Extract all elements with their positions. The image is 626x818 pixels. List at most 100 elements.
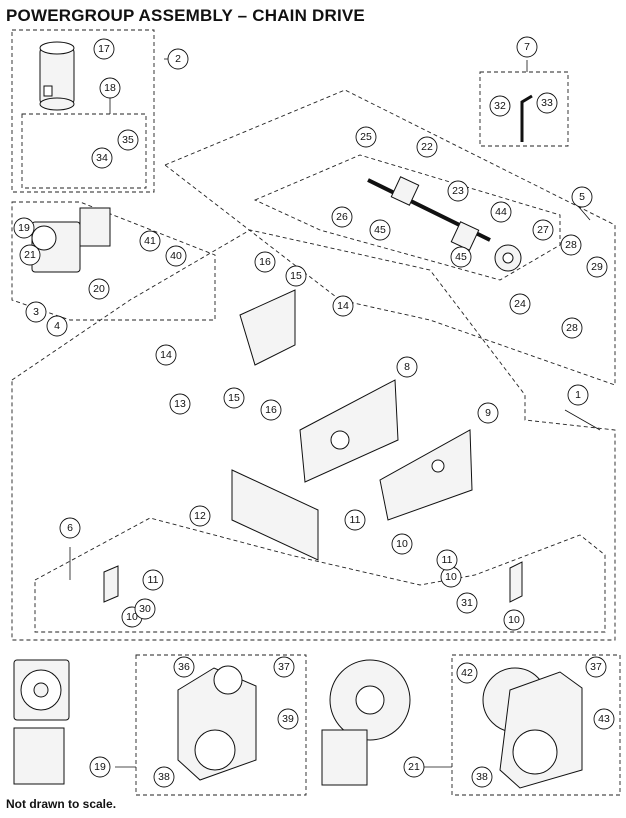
callout-label: 5 — [579, 191, 585, 203]
callout-37: 37 — [585, 656, 607, 678]
callout-label: 20 — [93, 283, 105, 295]
callout-label: 12 — [194, 510, 206, 522]
callout-16: 16 — [254, 251, 276, 273]
callout-14: 14 — [155, 344, 177, 366]
callout-26: 26 — [331, 206, 353, 228]
callout-label: 36 — [178, 661, 190, 673]
callout-label: 14 — [160, 349, 172, 361]
callout-circle — [99, 77, 121, 99]
callout-label: 17 — [98, 43, 110, 55]
callout-30: 30 — [134, 598, 156, 620]
callout-circle — [155, 344, 177, 366]
callout-label: 10 — [445, 571, 457, 583]
callout-circle — [436, 549, 458, 571]
callout-circle — [560, 234, 582, 256]
callout-label: 4 — [54, 320, 60, 332]
callout-42: 42 — [456, 662, 478, 684]
callout-6: 6 — [59, 517, 81, 539]
callout-label: 45 — [374, 224, 386, 236]
callout-label: 27 — [537, 224, 549, 236]
callout-label: 31 — [461, 597, 473, 609]
callout-38: 38 — [153, 766, 175, 788]
callout-41: 41 — [139, 230, 161, 252]
callout-circle — [89, 756, 111, 778]
callout-label: 28 — [566, 322, 578, 334]
callout-label: 15 — [228, 392, 240, 404]
callout-label: 14 — [337, 300, 349, 312]
callout-label: 11 — [148, 574, 159, 586]
callout-circle — [153, 766, 175, 788]
callout-39: 39 — [277, 708, 299, 730]
callout-circle — [456, 592, 478, 614]
callout-label: 13 — [174, 398, 186, 410]
callout-29: 29 — [586, 256, 608, 278]
callout-circle — [516, 36, 538, 58]
callout-label: 32 — [494, 100, 506, 112]
callout-25: 25 — [355, 126, 377, 148]
callout-circle — [344, 509, 366, 531]
callout-19: 19 — [13, 217, 35, 239]
callout-circle — [567, 384, 589, 406]
handle-group-box — [479, 71, 569, 147]
callout-label: 11 — [350, 514, 361, 526]
callout-circle — [503, 609, 525, 631]
callout-21: 21 — [19, 244, 41, 266]
callout-label: 44 — [495, 206, 507, 218]
callout-28: 28 — [560, 234, 582, 256]
callout-label: 1 — [575, 389, 581, 401]
callout-circle — [13, 217, 35, 239]
callout-11: 11 — [142, 569, 164, 591]
callout-label: 21 — [408, 761, 420, 773]
callout-label: 18 — [104, 82, 116, 94]
detail-box-right — [451, 654, 621, 796]
callout-7: 7 — [516, 36, 538, 58]
callout-circle — [19, 244, 41, 266]
callout-circle — [25, 301, 47, 323]
callout-circle — [331, 206, 353, 228]
callout-3: 3 — [25, 301, 47, 323]
callout-label: 11 — [442, 554, 453, 566]
callout-circle — [561, 317, 583, 339]
callout-circle — [471, 766, 493, 788]
callout-12: 12 — [189, 505, 211, 527]
callout-label: 41 — [144, 235, 156, 247]
callout-label: 39 — [282, 713, 294, 725]
callout-43: 43 — [593, 708, 615, 730]
callout-circle — [285, 265, 307, 287]
callout-24: 24 — [509, 293, 531, 315]
callout-circle — [489, 95, 511, 117]
callout-27: 27 — [532, 219, 554, 241]
callout-label: 34 — [96, 152, 108, 164]
callout-label: 6 — [67, 522, 73, 534]
callout-label: 25 — [360, 131, 372, 143]
footnote: Not drawn to scale. — [6, 797, 117, 811]
callout-label: 26 — [336, 211, 348, 223]
callout-layer: 1234567891010101011111112131414151516161… — [13, 36, 615, 788]
callout-5: 5 — [571, 186, 593, 208]
callout-label: 9 — [485, 407, 491, 419]
callout-37: 37 — [273, 656, 295, 678]
callout-35: 35 — [117, 129, 139, 151]
callout-22: 22 — [416, 136, 438, 158]
callout-label: 16 — [265, 404, 277, 416]
callout-28: 28 — [561, 317, 583, 339]
callout-11: 11 — [344, 509, 366, 531]
motor-group-box — [11, 29, 155, 193]
callout-circle — [355, 126, 377, 148]
callout-label: 37 — [590, 661, 602, 673]
main-group-box — [11, 229, 616, 641]
callout-2: 2 — [167, 48, 189, 70]
callout-label: 38 — [158, 771, 170, 783]
callout-circle — [396, 356, 418, 378]
callout-13: 13 — [169, 393, 191, 415]
callout-10: 10 — [391, 533, 413, 555]
callout-circle — [169, 393, 191, 415]
callout-36: 36 — [173, 656, 195, 678]
callout-circle — [536, 92, 558, 114]
callout-45: 45 — [450, 246, 472, 268]
callout-33: 33 — [536, 92, 558, 114]
callout-45: 45 — [369, 219, 391, 241]
callout-circle — [254, 251, 276, 273]
callout-15: 15 — [285, 265, 307, 287]
